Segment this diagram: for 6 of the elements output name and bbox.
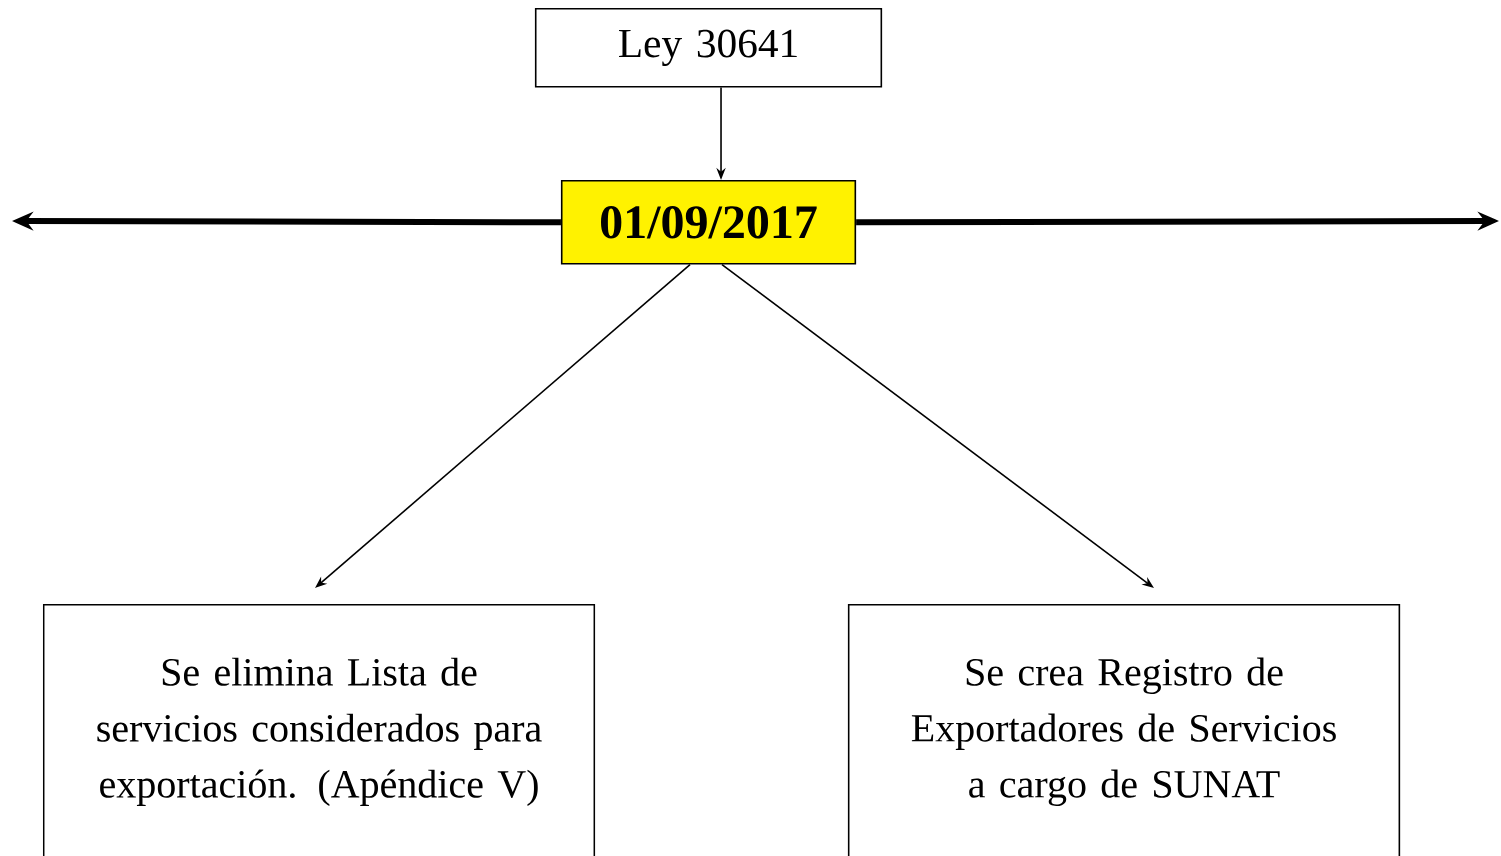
date-box: 01/09/2017 — [560, 180, 857, 265]
arrow — [315, 263, 691, 588]
law-box: Ley 30641 — [534, 8, 883, 88]
effect-box: Se crea Registro de Exportadores de Servicios a cargo de SUNAT — [847, 604, 1401, 856]
effect-box: Se elimina Lista de servicios considerados para exportación. (Apéndice V) — [42, 604, 596, 856]
arrow — [721, 263, 1154, 588]
